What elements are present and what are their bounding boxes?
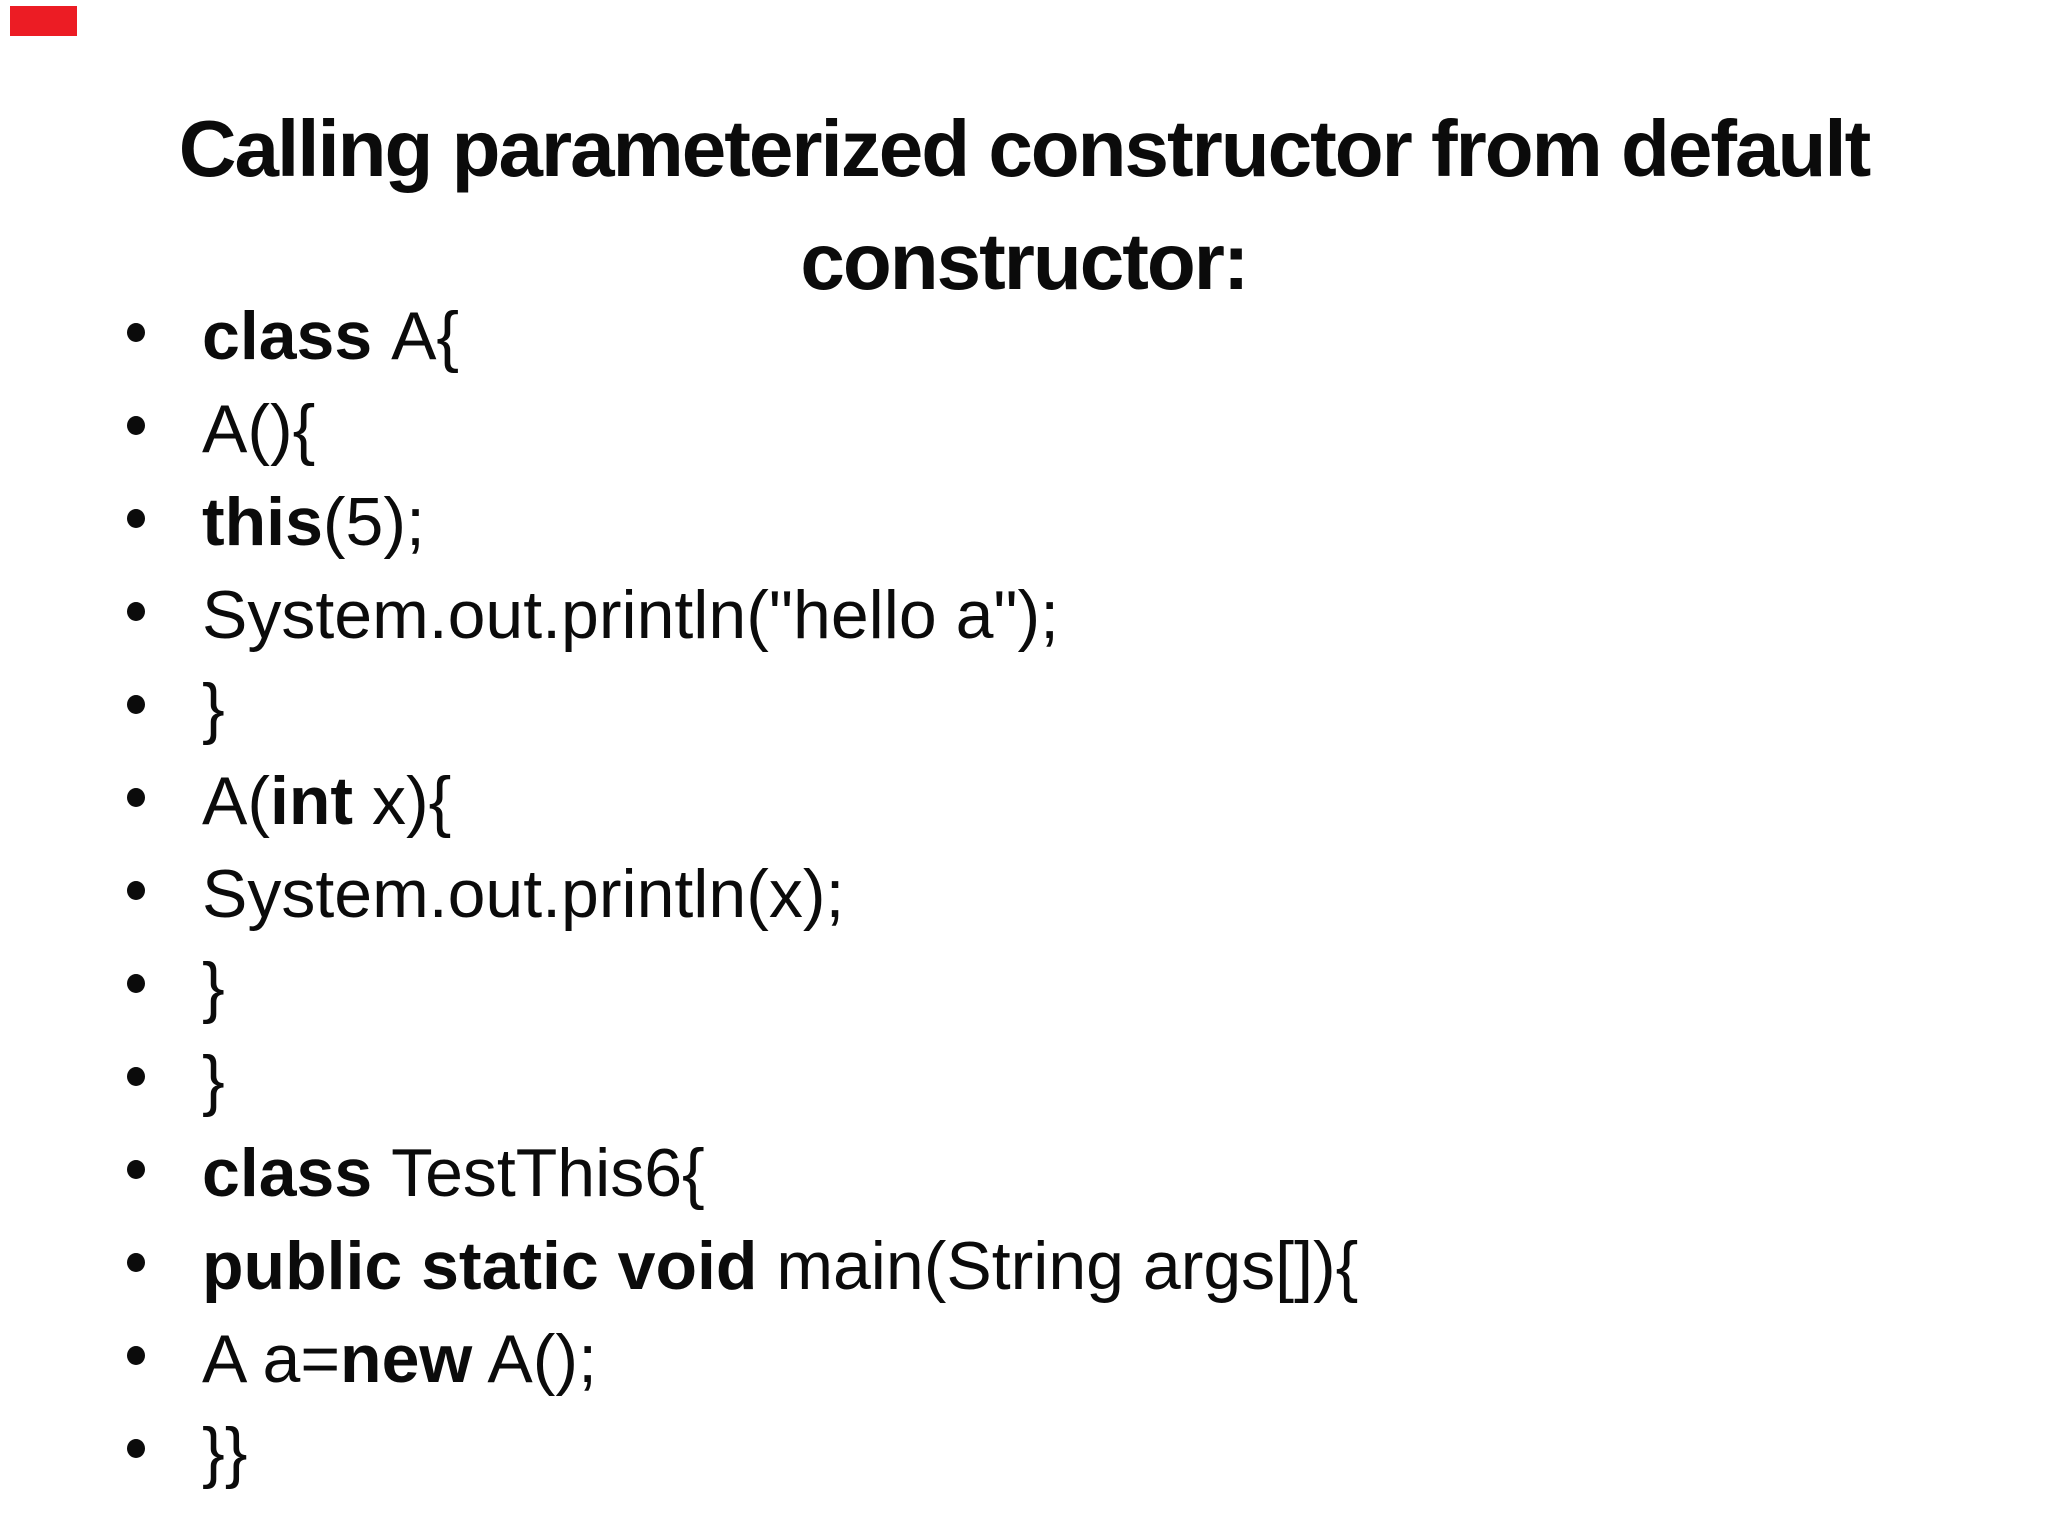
bullet-dot-icon — [127, 974, 145, 993]
code-text-segment: } — [202, 949, 225, 1025]
bullet-dot-icon — [127, 602, 145, 621]
code-bullet-list: class A{ A(){ this(5); System.out.println("… — [0, 290, 2048, 1499]
code-line: } — [0, 941, 2048, 1034]
bullet-dot-icon — [127, 1346, 145, 1365]
bullet-dot-icon — [127, 1253, 145, 1272]
code-text-segment: main(String args[]){ — [776, 1228, 1359, 1304]
code-line: public static void main(String args[]){ — [0, 1220, 2048, 1313]
bullet-dot-icon — [127, 416, 145, 435]
bullet-dot-icon — [127, 881, 145, 900]
code-text-segment: A(); — [472, 1321, 597, 1397]
code-text-segment: this — [202, 484, 323, 560]
code-text-segment: System.out.println("hello a"); — [202, 577, 1060, 653]
red-marker — [10, 6, 77, 36]
code-line: } — [0, 662, 2048, 755]
code-text-segment: public static void — [202, 1228, 777, 1304]
code-line: A(int x){ — [0, 755, 2048, 848]
code-text-segment: A a= — [202, 1321, 341, 1397]
code-line: A a=new A(); — [0, 1313, 2048, 1406]
code-line: } — [0, 1034, 2048, 1127]
code-text-segment: System.out.println(x); — [202, 856, 845, 932]
bullet-dot-icon — [127, 323, 145, 342]
code-line: this(5); — [0, 476, 2048, 569]
code-text-segment: TestThis6{ — [391, 1135, 705, 1211]
code-line: A(){ — [0, 383, 2048, 476]
code-text-segment: }} — [202, 1414, 248, 1490]
bullet-dot-icon — [127, 1160, 145, 1179]
bullet-dot-icon — [127, 1067, 145, 1086]
code-text-segment: } — [202, 670, 225, 746]
code-text-segment: x){ — [353, 763, 452, 839]
code-text-segment: class — [202, 1135, 392, 1211]
code-text-segment: new — [340, 1321, 473, 1397]
code-text-segment: (5); — [322, 484, 425, 560]
bullet-dot-icon — [127, 1439, 145, 1458]
code-line: class A{ — [0, 290, 2048, 383]
code-line: class TestThis6{ — [0, 1127, 2048, 1220]
code-text-segment: class — [202, 298, 392, 374]
code-text-segment: int — [270, 763, 354, 839]
code-line: System.out.println("hello a"); — [0, 569, 2048, 662]
slide-title: Calling parameterized constructor from d… — [0, 92, 2048, 318]
slide-title-line1: Calling parameterized constructor from d… — [178, 104, 1872, 193]
bullet-dot-icon — [127, 509, 145, 528]
code-line: }} — [0, 1406, 2048, 1499]
code-text-segment: A( — [202, 763, 270, 839]
code-text-segment: A(){ — [202, 391, 316, 467]
code-text-segment: A{ — [391, 298, 460, 374]
code-line: System.out.println(x); — [0, 848, 2048, 941]
code-text-segment: } — [202, 1042, 225, 1118]
bullet-dot-icon — [127, 695, 145, 714]
bullet-dot-icon — [127, 788, 145, 807]
slide-title-line2: constructor: — [800, 217, 1249, 306]
